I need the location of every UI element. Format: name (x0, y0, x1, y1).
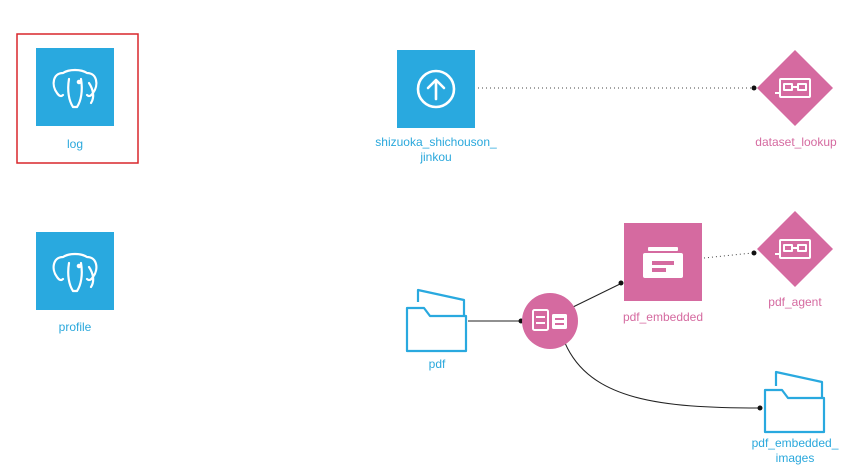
node-extract-recipe[interactable] (522, 293, 578, 349)
knowledge-bank-icon (643, 247, 683, 278)
edge-end-dot (618, 280, 624, 286)
document-extract-icon (532, 309, 567, 331)
postgresql-elephant-icon (52, 252, 98, 293)
edge-extract-to-pdf-embedded[interactable] (572, 283, 621, 308)
selection-outline (16, 33, 139, 164)
node-shizuoka-shichouson-jinkou[interactable]: shizuoka_shichouson_ jinkou (375, 50, 497, 164)
folder-icon[interactable] (763, 370, 826, 434)
edge-pdf-embedded-to-pdf-agent[interactable] (703, 252, 753, 259)
dataset-tile[interactable] (36, 232, 114, 310)
recipe-circle[interactable] (522, 293, 578, 349)
edge-end-dot (751, 85, 757, 91)
node-label-line1: pdf_embedded_ (752, 436, 839, 450)
edge-extract-to-pdf-embedded-images[interactable] (564, 342, 761, 409)
agent-glasses-icon (775, 78, 811, 98)
node-dataset-lookup[interactable]: dataset_lookup (755, 50, 837, 149)
node-label: pdf_embedded (623, 310, 703, 324)
node-pdf-agent[interactable]: pdf_agent (757, 211, 833, 309)
node-pdf-embedded[interactable]: pdf_embedded (623, 223, 703, 324)
dataset-tile[interactable] (36, 48, 114, 126)
node-label: pdf_agent (768, 295, 822, 309)
agent-glasses-icon (775, 239, 811, 259)
node-label: dataset_lookup (755, 135, 837, 149)
edge-end-dot (757, 405, 763, 411)
node-log[interactable]: log (16, 33, 139, 164)
node-label-line2: jinkou (419, 150, 451, 164)
node-pdf[interactable]: pdf (405, 288, 468, 371)
node-profile[interactable]: profile (36, 232, 114, 334)
postgresql-elephant-icon (52, 68, 98, 109)
node-label-line1: shizuoka_shichouson_ (375, 135, 497, 149)
edges (468, 85, 763, 411)
folder-icon[interactable] (405, 288, 468, 353)
upload-arrow-icon (416, 69, 456, 109)
node-label: profile (59, 320, 92, 334)
node-label: pdf (429, 357, 446, 371)
node-label: log (67, 137, 83, 151)
node-label-line2: images (776, 451, 815, 465)
edge-end-dot (751, 250, 757, 256)
node-pdf-embedded-images[interactable]: pdf_embedded_ images (752, 370, 839, 465)
